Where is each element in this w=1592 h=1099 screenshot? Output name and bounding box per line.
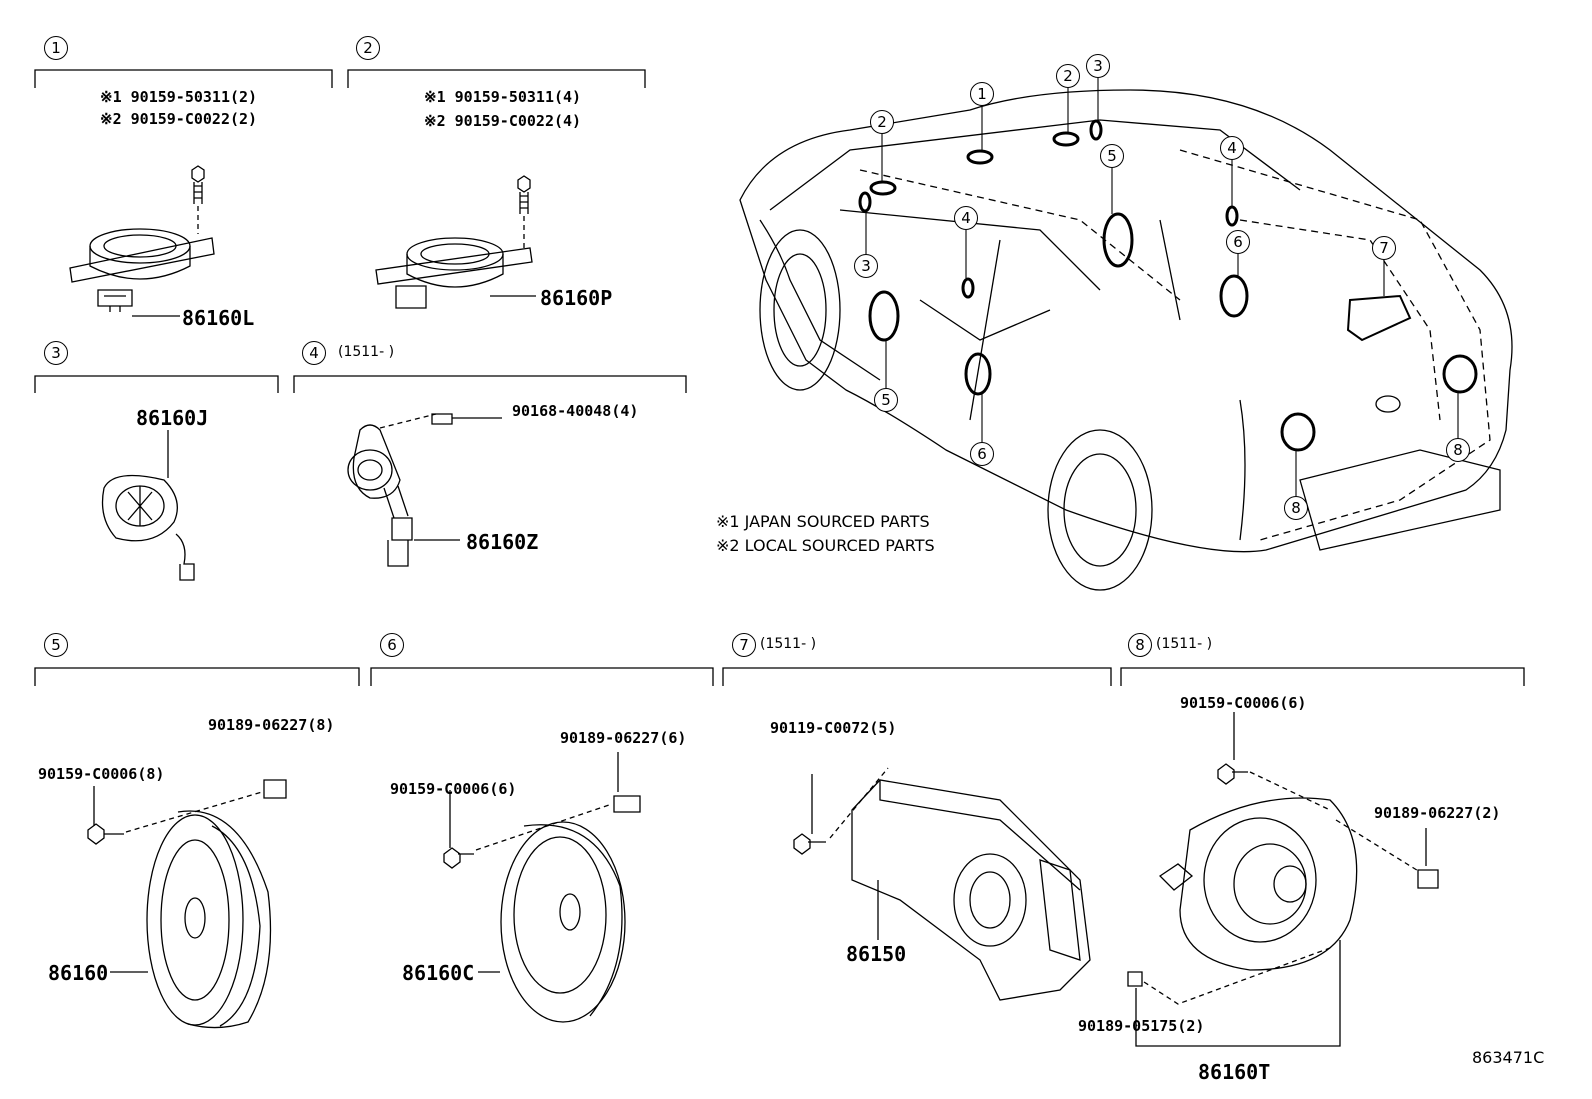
vehicle-callout: 2	[1056, 64, 1080, 88]
vehicle-callout: 8	[1284, 496, 1308, 520]
section-3-number: 3	[44, 341, 68, 365]
speaker-part-number: 86160C	[402, 961, 475, 985]
bolt-local-part-number: ※2 90159-C0022(2)	[100, 110, 258, 128]
speaker-86160z-drawing	[347, 413, 502, 567]
diagram-reference: 863471C	[1472, 1048, 1545, 1067]
section-8-number: 8	[1128, 633, 1152, 657]
section-8-range: (1511- )	[1156, 636, 1213, 652]
vehicle-callout: 4	[954, 206, 978, 230]
screw-part-number: 90119-C0072(5)	[770, 719, 897, 737]
section-7-range: (1511- )	[760, 636, 817, 652]
section-5-number: 5	[44, 633, 68, 657]
vehicle-callout: 6	[970, 442, 994, 466]
vehicle-callout: 4	[1220, 136, 1244, 160]
section-1-number: 1	[44, 36, 68, 60]
clip-part-number: 90189-06227(6)	[560, 729, 687, 747]
callout-rings	[858, 119, 1478, 452]
bolt-japan-part-number: ※1 90159-50311(4)	[424, 88, 582, 106]
note-japan-sourced: ※1 JAPAN SOURCED PARTS	[716, 512, 930, 531]
screw-part-number: 90159-C0006(6)	[390, 780, 517, 798]
speaker-86160t-drawing	[1127, 712, 1439, 1047]
vehicle-callout: 3	[854, 254, 878, 278]
speaker-part-number: 86160	[48, 961, 109, 985]
vehicle-callout: 5	[874, 388, 898, 412]
tweeter-part-number: 86160P	[540, 286, 613, 310]
vehicle-callout: 7	[1372, 236, 1396, 260]
vehicle-callout: 5	[1100, 144, 1124, 168]
speaker-part-number: 86160J	[136, 406, 209, 430]
speaker-part-number: 86160Z	[466, 530, 539, 554]
screw-part-number: 90159-C0006(6)	[1180, 694, 1307, 712]
bolt-local-part-number: ※2 90159-C0022(4)	[424, 112, 582, 130]
tweeter-part-number: 86160L	[182, 306, 255, 330]
note-local-sourced: ※2 LOCAL SOURCED PARTS	[716, 536, 935, 555]
clip-small-part-number: 90189-05175(2)	[1078, 1017, 1205, 1035]
clip-part-number: 90189-06227(8)	[208, 716, 335, 734]
vehicle-callout: 3	[1086, 54, 1110, 78]
speaker-86160c-drawing	[443, 752, 641, 1023]
screw-part-number: 90159-C0006(8)	[38, 765, 165, 783]
vehicle-callout: 1	[970, 82, 994, 106]
speaker-part-number: 86160T	[1198, 1060, 1271, 1084]
bolt-japan-part-number: ※1 90159-50311(2)	[100, 88, 258, 106]
section-2-number: 2	[356, 36, 380, 60]
vehicle-callout: 8	[1446, 438, 1470, 462]
screw-part-number: 90168-40048(4)	[512, 402, 639, 420]
subwoofer-part-number: 86150	[846, 942, 907, 966]
tweeter-86160p-drawing	[375, 175, 536, 309]
callout-leaders	[865, 78, 1459, 496]
vehicle-callout: 6	[1226, 230, 1250, 254]
speaker-86160j-drawing	[101, 430, 195, 581]
subwoofer-86150-drawing	[793, 767, 1091, 1001]
section-6-number: 6	[380, 633, 404, 657]
section-4-number: 4	[302, 341, 326, 365]
speaker-86160-drawing	[87, 779, 287, 1029]
section-4-range: (1511- )	[338, 344, 395, 360]
tweeter-86160l-drawing	[69, 165, 215, 317]
section-7-number: 7	[732, 633, 756, 657]
clip-part-number: 90189-06227(2)	[1374, 804, 1501, 822]
vehicle-callout: 2	[870, 110, 894, 134]
